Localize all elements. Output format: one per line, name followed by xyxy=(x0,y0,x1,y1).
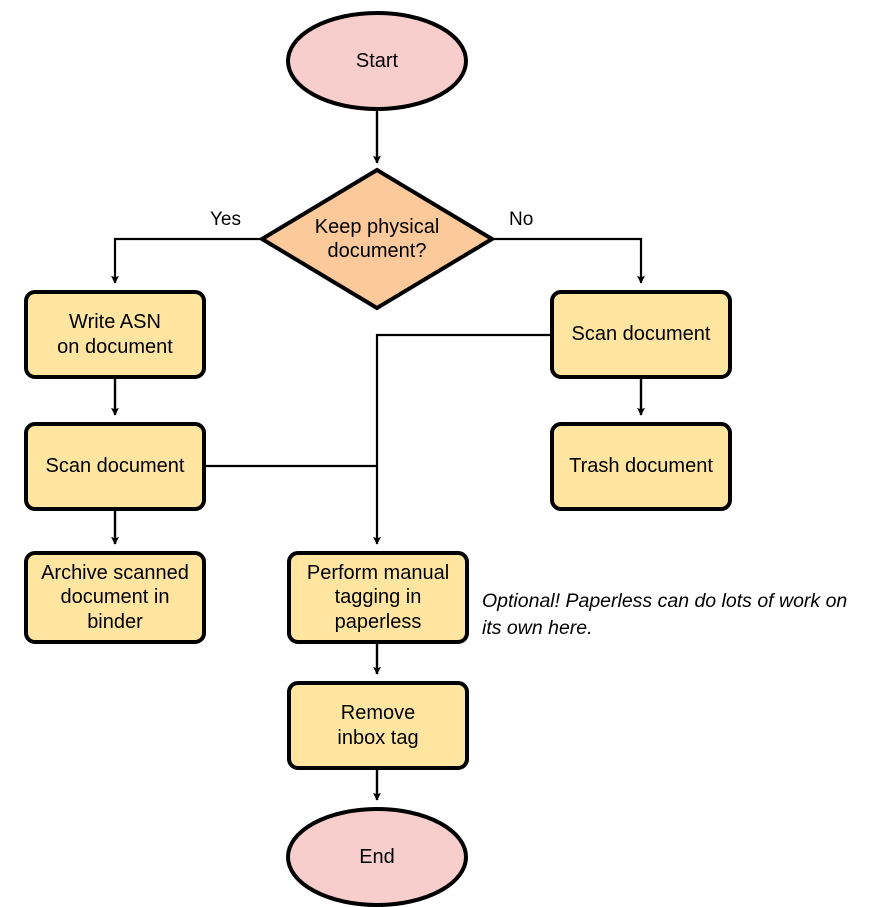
edge-scan-right-to-tagging xyxy=(373,333,552,545)
node-trash-document[interactable] xyxy=(550,422,732,511)
node-archive-scanned-document[interactable] xyxy=(24,551,206,644)
edge-decision-no-to-scan-right xyxy=(492,237,645,284)
node-write-asn[interactable] xyxy=(24,290,206,379)
node-perform-manual-tagging[interactable] xyxy=(287,551,469,644)
edge-label-yes: Yes xyxy=(210,209,241,230)
node-end[interactable] xyxy=(286,807,468,907)
edge-decision-yes-to-write-asn xyxy=(111,237,262,284)
node-decision-keep-physical-document[interactable] xyxy=(258,167,496,311)
node-scan-document-right[interactable] xyxy=(550,290,732,379)
node-scan-document-left[interactable] xyxy=(24,422,206,511)
edge-label-no: No xyxy=(509,209,534,230)
node-start[interactable] xyxy=(286,11,468,111)
optional-note-text: Optional! Paperless can do lots of work … xyxy=(482,590,848,640)
node-remove-inbox-tag[interactable] xyxy=(287,681,469,770)
